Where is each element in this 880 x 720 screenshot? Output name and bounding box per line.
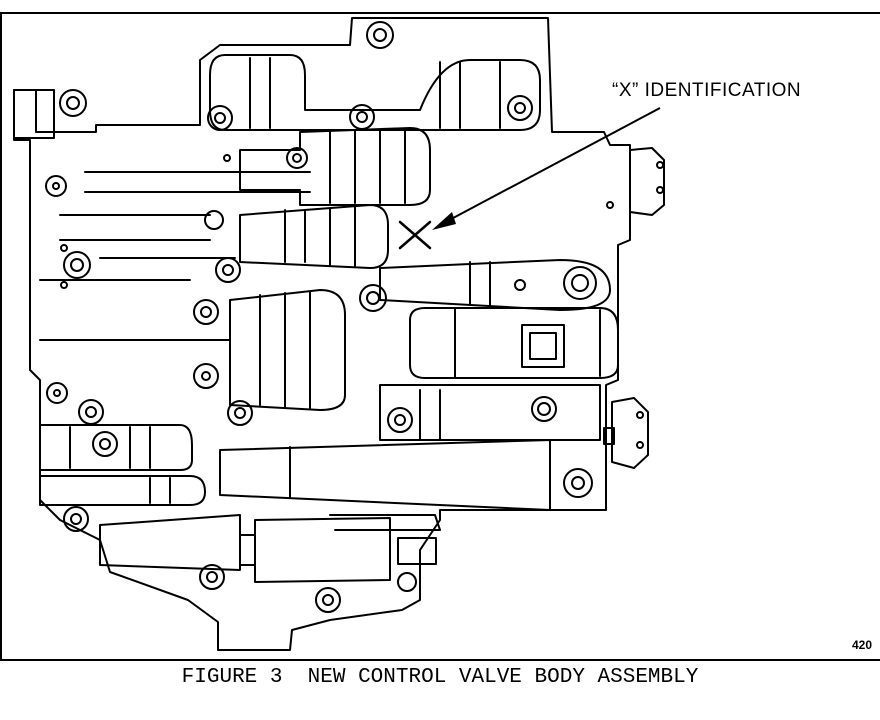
lower-tube [219,439,551,511]
bolt-hole [366,21,394,49]
bolt-hole [215,257,241,283]
bolt-hole [227,400,253,426]
bolt-hole [193,363,219,389]
callout-leader-line [439,107,661,226]
bottom-left-spool [39,424,193,471]
bolt-hole [531,396,557,422]
bolt-hole [78,399,104,425]
right-middle-valve [379,259,611,311]
bolt-hole [46,382,68,404]
upper-left-tab [13,89,55,139]
spool-window [521,324,565,368]
top-spool-valve [209,54,541,131]
bolt-hole [193,299,219,325]
middle-spool-valve [229,289,346,411]
bolt-hole [359,284,387,312]
x-identification-marker [398,220,432,250]
figure-caption: FIGURE 3 NEW CONTROL VALVE BODY ASSEMBLY [181,666,699,689]
figure-number: 420 [852,638,873,652]
upper-connector [629,147,665,216]
bolt-hole [656,161,664,169]
bolt-hole [199,564,225,590]
bolt-hole [60,281,68,289]
bolt-hole [397,572,417,592]
bolt-hole [59,89,87,117]
bolt-hole [45,175,67,197]
bolt-hole [507,95,533,121]
bolt-hole [563,468,593,498]
bolt-hole [387,407,413,433]
third-spool-valve [239,204,389,269]
bolt-hole [92,431,118,457]
x-identification-callout: “X” IDENTIFICATION [612,80,802,101]
bottom-solenoid [99,514,241,571]
bolt-hole [286,147,308,169]
bolt-hole [60,244,68,252]
bolt-hole [63,251,91,279]
solenoid-tip [397,537,437,565]
bolt-hole [514,279,526,291]
solenoid-barrel [254,517,391,583]
bolt-hole [223,154,231,162]
bolt-hole [349,104,375,130]
lower-connector [611,397,649,469]
bolt-hole [63,506,89,532]
bolt-hole [207,105,233,131]
bolt-hole [315,587,341,613]
callout-arrowhead [432,212,456,230]
bolt-hole [606,201,614,209]
right-spool-valve [409,307,619,379]
bolt-hole [636,411,644,419]
bolt-hole [204,210,224,230]
bolt-hole [563,266,597,300]
second-spool-valve [239,127,431,206]
